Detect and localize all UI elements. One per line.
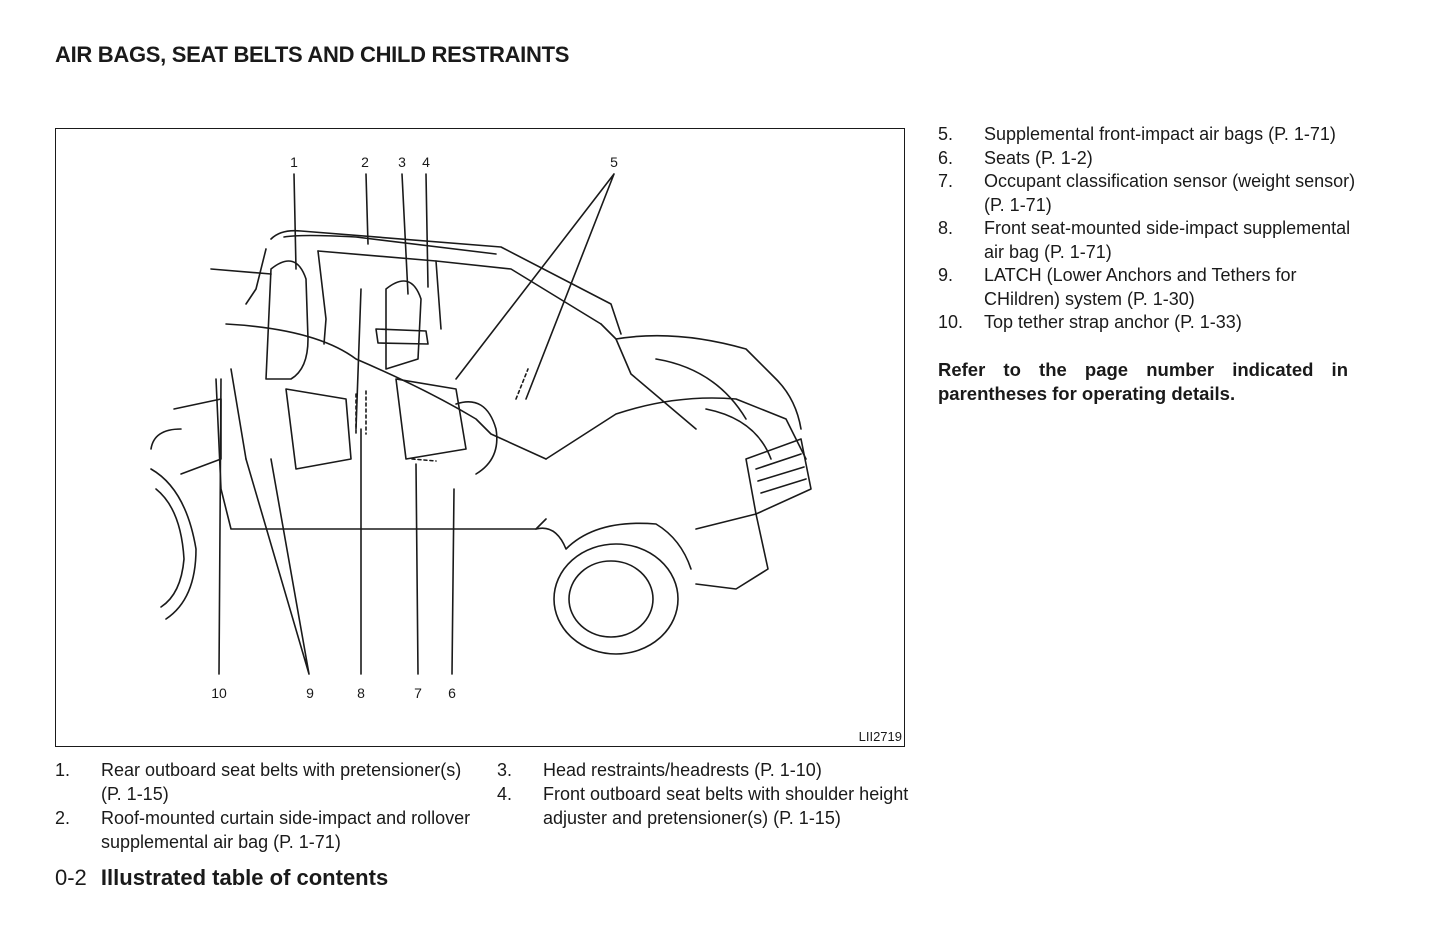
leader-10	[218, 378, 222, 675]
rear-wheel-arc	[150, 468, 197, 620]
hood-crease-2	[705, 408, 772, 460]
legend-number: 2.	[55, 808, 71, 828]
grille-bars	[755, 453, 807, 494]
rear-wheel-inner	[155, 488, 185, 608]
legend-item-9: 9. LATCH (Lower Anchors and Tethers for …	[938, 264, 1358, 311]
legend-text: Head restraints/headrests (P. 1-10)	[543, 760, 822, 780]
section-title: Illustrated table of contents	[100, 865, 389, 890]
legend-item-7: 7. Occupant classification sensor (weigh…	[938, 170, 1358, 217]
a-pillar	[600, 323, 697, 430]
leader-6	[451, 488, 455, 675]
front-belt	[355, 288, 362, 430]
leader-1	[293, 173, 297, 270]
callout-8: 8	[357, 685, 365, 701]
legend-item-5: 5. Supplemental front-impact air bags (P…	[938, 123, 1358, 147]
bumper	[695, 513, 769, 590]
front-wheel-inner	[568, 560, 654, 638]
rear-belt	[230, 368, 247, 460]
legend-list-right: 5. Supplemental front-impact air bags (P…	[938, 123, 1358, 335]
legend-item-3: 3. Head restraints/headrests (P. 1-10)	[497, 758, 917, 782]
leader-3	[401, 173, 409, 295]
figure-code: LII2719	[858, 729, 902, 744]
legend-number: 3.	[497, 760, 513, 780]
callout-9: 9	[306, 685, 314, 701]
leader-4	[425, 173, 429, 288]
rear-fender	[150, 428, 182, 450]
legend-number: 5.	[938, 124, 954, 144]
front-seat-cushion	[395, 378, 467, 460]
legend-text: LATCH (Lower Anchors and Tethers for CHi…	[984, 265, 1297, 309]
callout-7: 7	[414, 685, 422, 701]
grille	[745, 438, 812, 515]
legend-text: Occupant classification sensor (weight s…	[984, 171, 1356, 215]
legend-list-middle: 3. Head restraints/headrests (P. 1-10) 4…	[497, 758, 917, 830]
callout-6: 6	[448, 685, 456, 701]
legend-text: Front outboard seat belts with shoulder …	[543, 784, 909, 828]
front-seat-back	[385, 280, 422, 370]
hood-crease	[655, 358, 747, 420]
roof-outline	[270, 229, 622, 335]
leader-5	[455, 173, 615, 400]
legend-number: 8.	[938, 218, 954, 238]
vehicle-drawing: 1 2 3 4 5 10 9 8 7 6	[150, 154, 812, 701]
legend-text: Rear outboard seat belts with pretension…	[101, 760, 462, 804]
page-footer: 0-2 Illustrated table of contents	[55, 864, 388, 892]
legend-number: 10.	[938, 312, 964, 332]
bed-side	[173, 398, 222, 475]
front-fender	[535, 522, 692, 570]
roof-rail	[283, 234, 497, 255]
callout-2: 2	[361, 154, 369, 170]
legend-item-8: 8. Front seat-mounted side-impact supple…	[938, 217, 1358, 264]
legend-number: 9.	[938, 265, 954, 285]
callout-5: 5	[610, 154, 618, 170]
rear-seat-back	[265, 260, 309, 380]
legend-item-6: 6. Seats (P. 1-2)	[938, 147, 1358, 171]
callout-3: 3	[398, 154, 406, 170]
leader-2	[365, 173, 369, 245]
door-bottom	[215, 378, 547, 530]
hood-top	[615, 334, 802, 430]
legend-text: Top tether strap anchor (P. 1-33)	[984, 312, 1242, 332]
rear-seat-cushion	[285, 388, 352, 470]
legend-text: Seats (P. 1-2)	[984, 147, 1093, 168]
hood-outline	[545, 397, 807, 460]
legend-text: Roof-mounted curtain side-impact and rol…	[101, 808, 471, 852]
page-heading: AIR BAGS, SEAT BELTS AND CHILD RESTRAINT…	[55, 42, 570, 67]
bed-rail-top	[210, 268, 272, 275]
callout-10: 10	[211, 685, 227, 701]
legend-number: 7.	[938, 171, 954, 191]
rear-pillar	[245, 248, 267, 305]
operating-note: Refer to the page number indicated in pa…	[938, 359, 1348, 404]
legend-number: 6.	[938, 147, 954, 168]
leader-7	[415, 463, 419, 675]
console	[375, 328, 429, 345]
legend-number: 4.	[497, 784, 513, 804]
b-pillar-inner	[317, 250, 327, 345]
callout-4: 4	[422, 154, 430, 170]
windshield-top	[435, 260, 602, 325]
steering-wheel	[455, 401, 498, 475]
leader-9	[245, 458, 310, 675]
legend-list-left: 1. Rear outboard seat belts with pretens…	[55, 758, 475, 854]
airbag-markers	[355, 368, 529, 462]
legend-item-10: 10. Top tether strap anchor (P. 1-33)	[938, 311, 1358, 335]
legend-text: Supplemental front-impact air bags (P. 1…	[984, 124, 1336, 144]
page-number: 0-2	[55, 865, 87, 890]
vehicle-illustration: 1 2 3 4 5 10 9 8 7 6 LII2719	[55, 128, 905, 747]
legend-text: Front seat-mounted side-impact supplemen…	[984, 218, 1351, 262]
windshield-left	[317, 250, 442, 330]
legend-item-1: 1. Rear outboard seat belts with pretens…	[55, 758, 475, 806]
legend-item-4: 4. Front outboard seat belts with should…	[497, 782, 917, 830]
callout-1: 1	[290, 154, 298, 170]
legend-item-2: 2. Roof-mounted curtain side-impact and …	[55, 806, 475, 854]
front-wheel	[553, 543, 679, 655]
legend-number: 1.	[55, 760, 71, 780]
